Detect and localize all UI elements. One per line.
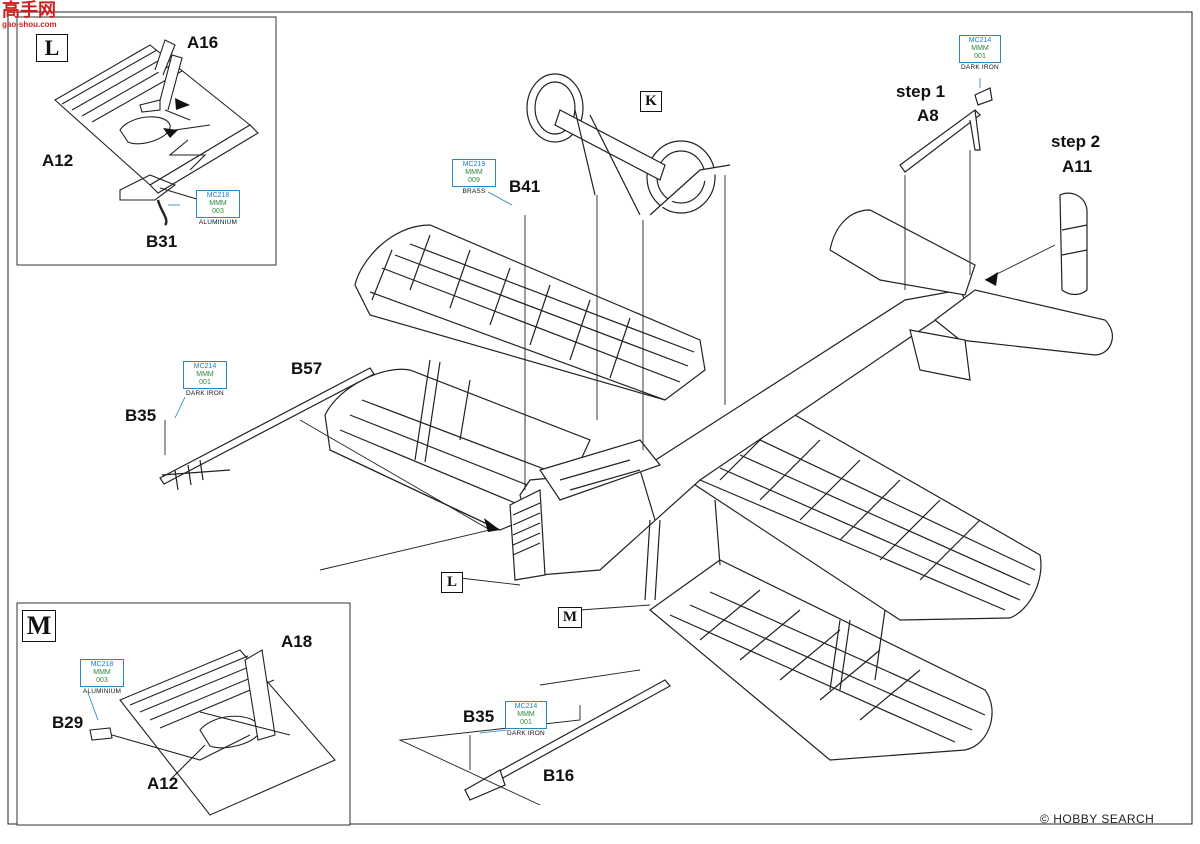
b57-paint-name: DARK IRON — [186, 390, 224, 397]
sheet-frame — [7, 11, 1193, 825]
inset-m-paint-chip: MC218 MMM 003 ALUMINIUM — [80, 659, 124, 695]
rudder-a11 — [1059, 192, 1088, 296]
bottom-watermark: © HOBBY SEARCH — [1040, 812, 1154, 826]
brass-paint-num: 009 — [468, 177, 480, 184]
inset-m-letter: M — [22, 610, 56, 642]
struts — [414, 359, 886, 691]
part-b41: B41 — [509, 177, 541, 196]
tail-paint-num: 001 — [974, 53, 986, 60]
paint-chip-dark-iron-b16: MC214 MMM 001 DARK IRON — [499, 701, 553, 737]
tail-paint-name: DARK IRON — [961, 64, 999, 71]
inset-l-paint-name: ALUMINIUM — [198, 219, 238, 226]
inset-m-paint-name: ALUMINIUM — [82, 688, 122, 695]
inset-l-paint-code: MC218 — [206, 192, 230, 199]
inset-l-letter: L — [36, 34, 68, 62]
inset-m-part-b29: B29 — [52, 713, 84, 732]
b16-paint-num: 001 — [520, 719, 532, 726]
part-a8: A8 — [917, 106, 939, 125]
b57-paint-brand: MMM — [196, 371, 214, 378]
engine-cowl — [509, 489, 546, 581]
top-watermark-logo: 高手网 gao-shou.com — [2, 0, 82, 29]
axle-b16 — [464, 679, 671, 801]
b16-paint-name: DARK IRON — [507, 730, 545, 737]
b57-paint-code: MC214 — [193, 363, 217, 370]
paint-chip-dark-iron-tail: MC214 MMM 001 DARK IRON — [954, 35, 1006, 71]
step-1-label: step 1 — [896, 82, 946, 101]
b57-paint-num: 001 — [199, 379, 211, 386]
inset-m-paint-num: 003 — [96, 677, 108, 684]
tail-paint-code: MC214 — [968, 37, 992, 44]
tail-skid-a8 — [899, 87, 993, 173]
part-b35-bottom: B35 — [463, 707, 495, 726]
top-watermark-url: gao-shou.com — [2, 20, 57, 29]
inset-l-paint-num: 003 — [212, 208, 224, 215]
b16-paint-code: MC214 — [514, 703, 538, 710]
right-wing — [679, 394, 1042, 621]
inset-m-drawing — [89, 649, 336, 816]
axle-b57 — [159, 367, 375, 491]
top-watermark-logo-text: 高手网 — [2, 0, 56, 20]
assembly-guidelines — [164, 150, 1056, 806]
hobby-search-text: HOBBY SEARCH — [1053, 812, 1155, 826]
paint-chip-brass: MC219 MMM 009 BRASS — [452, 159, 496, 195]
tailplane — [829, 209, 1113, 381]
inset-l-part-a16: A16 — [187, 33, 219, 52]
part-b16: B16 — [543, 766, 575, 785]
paint-chip-dark-iron-b57: MC214 MMM 001 DARK IRON — [180, 361, 230, 397]
inset-l-drawing — [54, 39, 259, 226]
inset-l-arrows — [163, 98, 190, 138]
part-a11: A11 — [1062, 157, 1093, 176]
copyright-symbol: © — [1040, 812, 1050, 826]
inset-l-paint-chip: MC218 MMM 003 ALUMINIUM — [196, 190, 240, 226]
inset-l-part-b31: B31 — [146, 232, 178, 251]
step-2-label: step 2 — [1051, 132, 1101, 151]
brass-paint-brand: MMM — [465, 169, 483, 176]
direction-arrows — [484, 272, 998, 532]
inset-l-paint-brand: MMM — [209, 200, 227, 207]
inset-m-part-a18: A18 — [281, 632, 313, 651]
tail-paint-brand: MMM — [971, 45, 989, 52]
inset-m-paint-code: MC218 — [90, 661, 114, 668]
inset-m-paint-brand: MMM — [93, 669, 111, 676]
part-b35-top: B35 — [125, 406, 157, 425]
brass-paint-code: MC219 — [462, 161, 486, 168]
inset-m-part-a12: A12 — [147, 774, 179, 793]
b16-paint-brand: MMM — [517, 711, 535, 718]
upper-wing — [354, 224, 706, 401]
callout-l: L — [441, 572, 463, 593]
leader-lines — [87, 78, 981, 734]
callout-k: K — [640, 91, 662, 112]
part-b57: B57 — [291, 359, 323, 378]
inset-l-part-a12: A12 — [42, 151, 74, 170]
callout-m: M — [558, 607, 582, 628]
wheel-assembly-k — [526, 73, 731, 216]
lower-right-wing — [649, 559, 993, 761]
brass-paint-name: BRASS — [462, 188, 486, 195]
